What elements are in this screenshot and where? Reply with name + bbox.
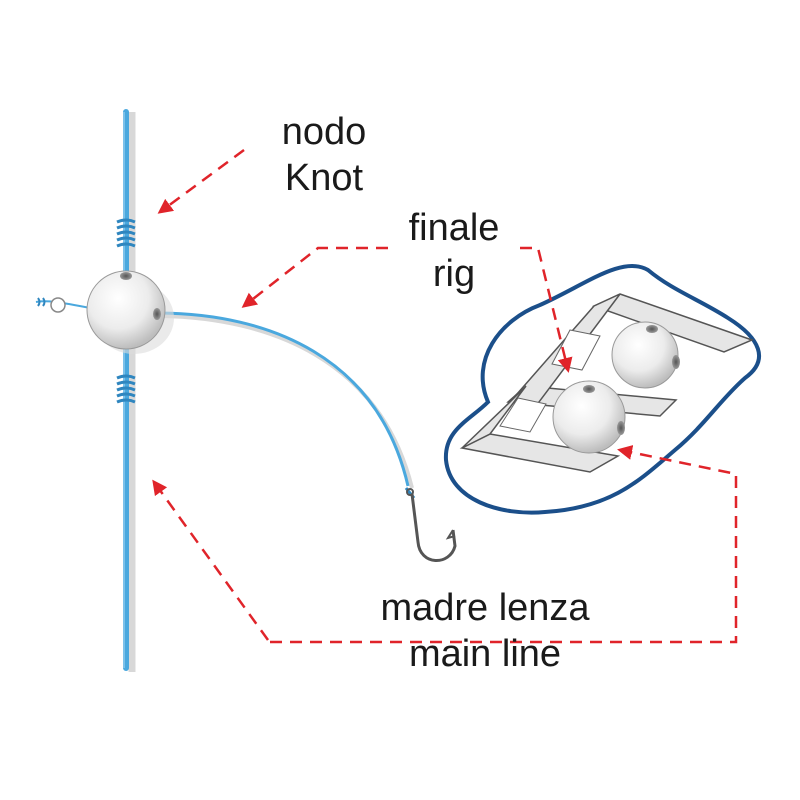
label-knot-en: Knot	[284, 157, 364, 199]
arrow-rig-to-inset	[520, 246, 573, 373]
main-line	[123, 109, 136, 672]
hook	[404, 487, 457, 562]
label-rig-en: rig	[432, 253, 476, 295]
label-rig-it: finale	[408, 207, 500, 249]
arrow-rig-to-line	[241, 246, 388, 308]
label-main-line: madre lenza main line	[330, 588, 640, 674]
label-main-line-en: main line	[408, 633, 562, 675]
pointer-arrows	[152, 148, 738, 644]
knot-wraps-lower	[116, 374, 136, 404]
inset-panel	[443, 263, 762, 515]
label-knot-it: nodo	[281, 111, 367, 153]
main-bead	[86, 270, 174, 354]
arrow-mainline-to-line	[152, 479, 270, 641]
side-stopper	[35, 297, 91, 313]
knot-wraps-upper	[116, 218, 136, 248]
label-rig: finale rig	[366, 208, 542, 294]
label-knot: nodo Knot	[236, 112, 412, 198]
rig-line	[159, 311, 414, 489]
label-main-line-it: madre lenza	[380, 587, 590, 629]
inset-bead-lower	[552, 380, 626, 454]
arrow-mainline-to-inset	[270, 445, 738, 644]
inset-bead-upper	[611, 321, 680, 389]
arrow-knot	[157, 148, 245, 214]
